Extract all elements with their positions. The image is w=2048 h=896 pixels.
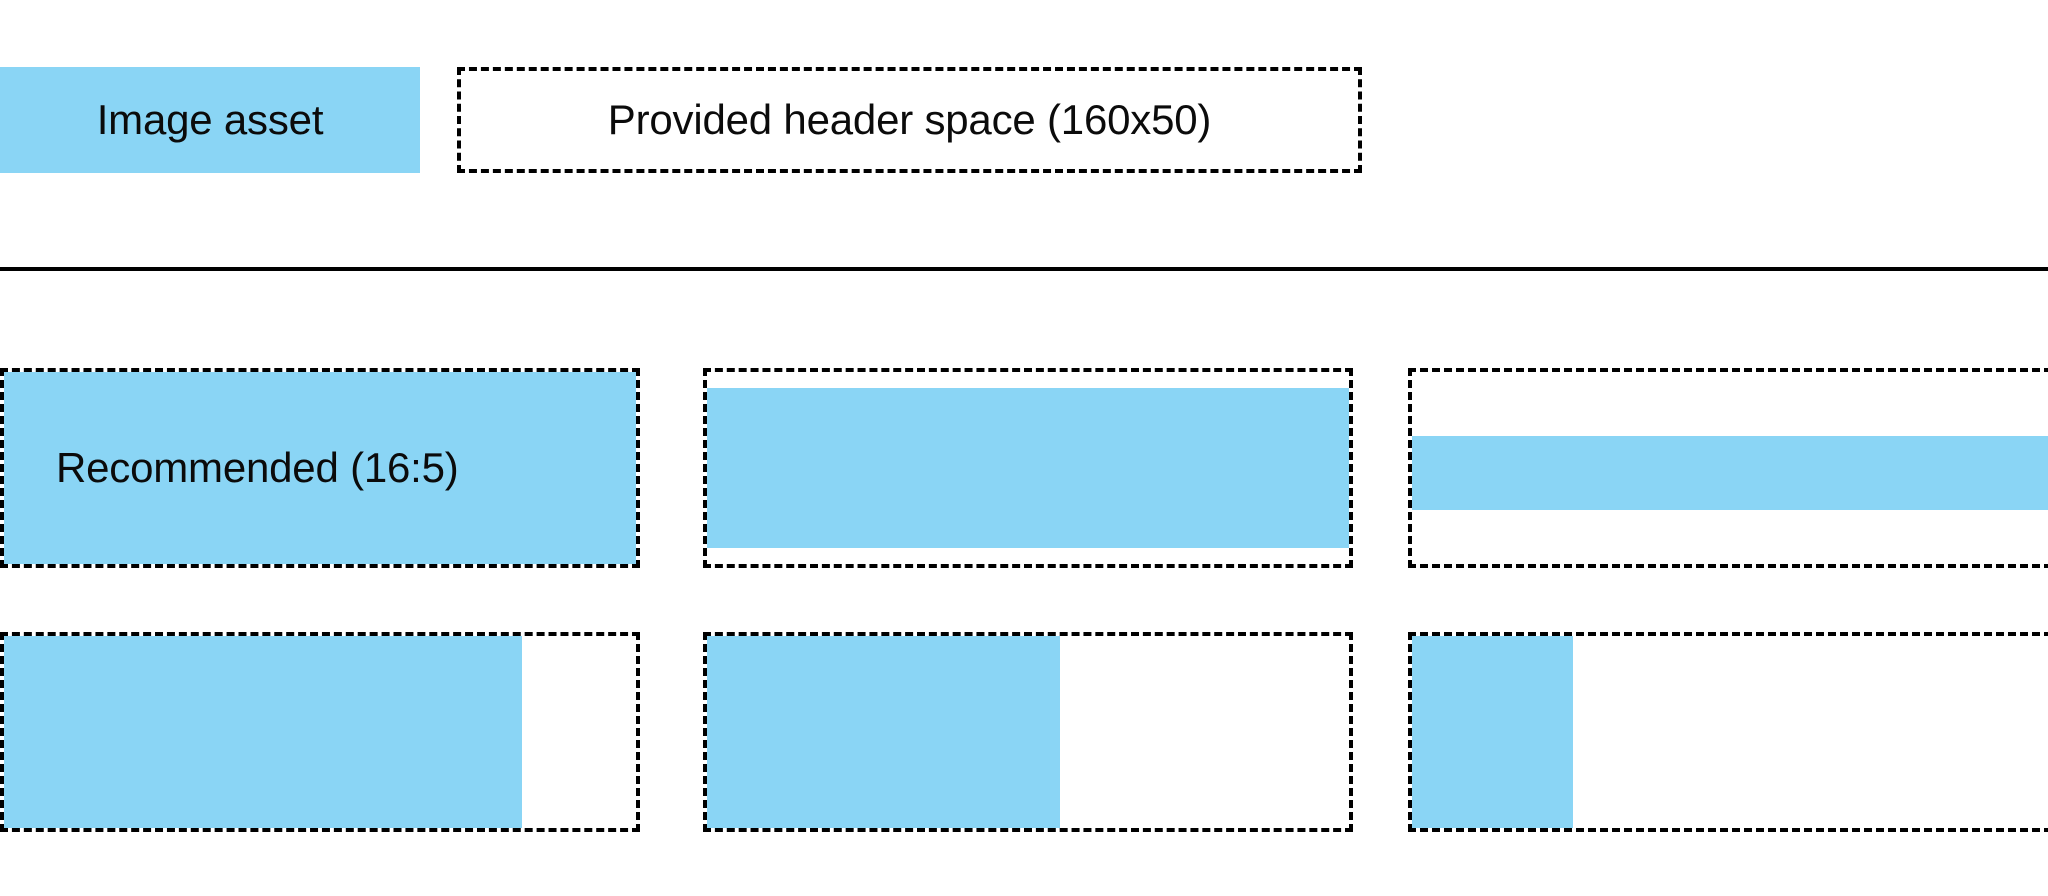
example-box-left-55	[703, 632, 1353, 832]
legend-provided-header-space-label: Provided header space (160x50)	[607, 96, 1212, 143]
example-box-recommended: Recommended (16:5)	[0, 368, 640, 568]
example-box-recommended-label: Recommended (16:5)	[56, 444, 459, 491]
asset-fill-left-24	[1412, 636, 1574, 828]
example-box-inset-vertical	[703, 368, 1353, 568]
asset-fill-left-55	[707, 636, 1061, 828]
asset-fill-inset-vertical	[707, 388, 1349, 548]
asset-fill-centered-band	[1412, 436, 2048, 510]
example-box-left-24	[1408, 632, 2048, 832]
example-box-centered-band	[1408, 368, 2048, 568]
example-box-left-82	[0, 632, 640, 832]
asset-fill-full	[4, 372, 636, 564]
section-divider	[0, 267, 2048, 271]
legend-row: Image asset Provided header space (160x5…	[0, 67, 2048, 173]
legend-image-asset-label: Image asset	[96, 96, 324, 143]
asset-fill-left-82	[4, 636, 523, 828]
legend-image-asset-swatch: Image asset	[0, 67, 420, 173]
legend-provided-header-space-outline: Provided header space (160x50)	[457, 67, 1362, 173]
